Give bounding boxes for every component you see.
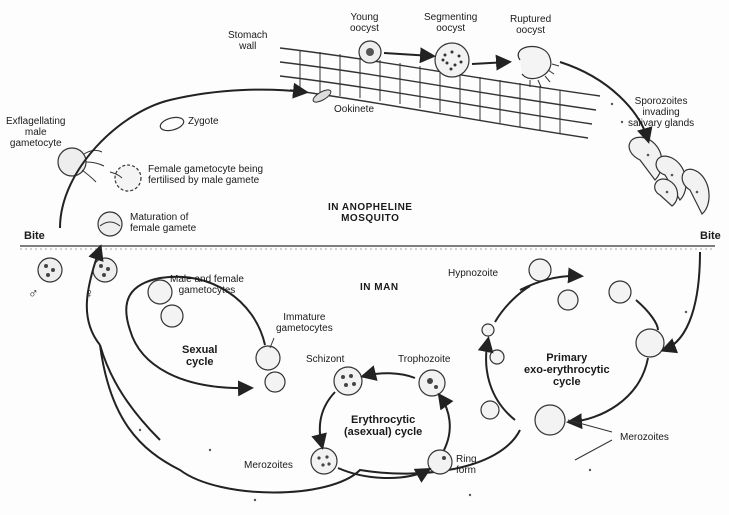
label-merozoites-right: Merozoites [620,432,669,443]
label-sporozoites: Sporozoites invading salivary glands [628,96,694,129]
female-symbol: ♀ [84,288,95,299]
label-exflagellating: Exflagellating male gametocyte [6,116,65,149]
label-schizont: Schizont [306,354,344,365]
label-ring-form: Ring form [456,454,477,476]
label-young-oocyst: Young oocyst [350,12,379,34]
label-trophozoite: Trophozoite [398,354,450,365]
sexual-cycle-cells [148,280,285,392]
label-in-man: IN MAN [360,282,399,293]
female-gametocyte-fertilised [110,165,141,191]
label-immature-gametocytes: Immature gametocytes [276,312,333,334]
label-in-anopheline-mosquito: IN ANOPHELINE MOSQUITO [328,202,412,224]
label-bite-right: Bite [700,230,721,242]
label-female-fertilised: Female gametocyte being fertilised by ma… [148,164,263,186]
label-merozoites-left: Merozoites [244,460,293,471]
liver-cells [481,259,664,435]
scattered-dots [139,103,687,501]
salivary-glands [629,137,709,214]
label-erythrocytic-cycle: Erythrocytic (asexual) cycle [344,414,422,438]
segmenting-oocyst [435,43,469,77]
label-hypnozoite: Hypnozoite [448,268,498,279]
label-male-female-gametocytes: Male and female gametocytes [170,274,244,296]
maturation-female-gamete [98,212,122,236]
label-primary-exo-erythrocytic-cycle: Primary exo-erythrocytic cycle [524,352,610,388]
ruptured-oocyst [518,46,559,87]
label-stomach-wall: Stomach wall [228,30,267,52]
gametocytes-in-blood [38,258,117,282]
label-maturation: Maturation of female gamete [130,212,196,234]
label-segmenting-oocyst: Segmenting oocyst [424,12,477,34]
mosquito-man-divider [20,246,715,249]
label-ookinete: Ookinete [334,104,374,115]
male-symbol: ♂ [28,288,39,299]
young-oocyst [359,41,381,63]
bite-descending-arrow [664,252,700,350]
label-sexual-cycle: Sexual cycle [182,344,217,368]
label-zygote: Zygote [188,116,219,127]
label-bite-left: Bite [24,230,45,242]
label-ruptured-oocyst: Ruptured oocyst [510,14,551,36]
zygote [159,115,185,133]
